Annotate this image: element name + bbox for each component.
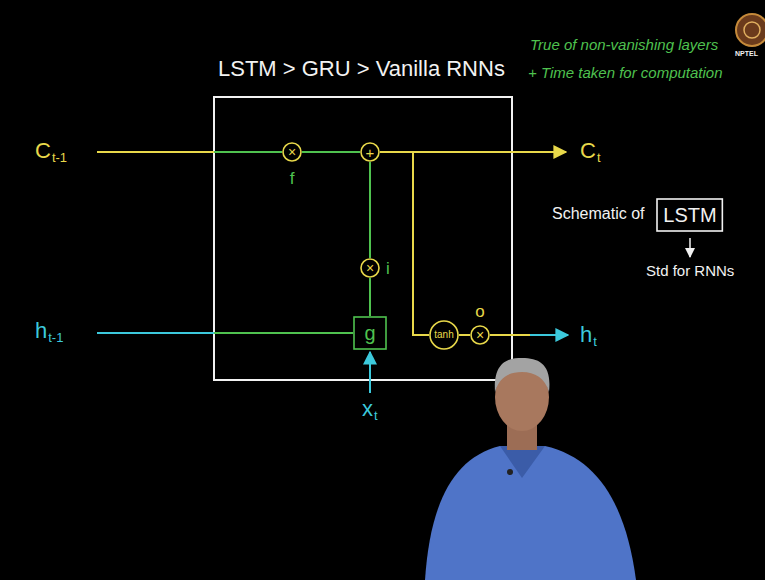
note-text: Std for RNNs — [646, 262, 734, 279]
signal-name: x — [362, 396, 373, 421]
cell-add: + — [360, 142, 380, 162]
input-gate-multiply: ×i — [360, 258, 380, 278]
output-arrow — [530, 334, 568, 336]
signal-subscript: t — [597, 151, 601, 166]
node-outline-circle — [430, 321, 458, 349]
signal-name: C — [580, 138, 596, 163]
signal-name: h — [35, 318, 47, 343]
node-outline-circle — [471, 326, 489, 344]
gate-name: f — [290, 170, 295, 187]
cell-state-wire — [214, 151, 282, 153]
node-label: tanh — [434, 330, 453, 340]
title-text: LSTM > GRU > Vanilla RNNs — [218, 56, 505, 81]
node-outline-circle — [283, 143, 301, 161]
hidden-state-wire — [214, 332, 353, 334]
cell-box — [214, 97, 512, 380]
node-outline-circle — [361, 259, 379, 277]
node-label: g — [364, 323, 375, 343]
presenter-shirt — [425, 446, 636, 580]
connector — [380, 152, 429, 335]
input-arrow — [369, 352, 371, 393]
hidden-state-wire — [97, 332, 214, 334]
presenter-hair — [495, 358, 550, 392]
note-text: + Time taken for computation — [528, 64, 723, 81]
connector — [369, 162, 371, 258]
node-label: × — [288, 145, 296, 159]
note-text: Schematic of — [552, 205, 644, 223]
note-text: True of non-vanishing layers — [530, 36, 718, 53]
logo-text: NPTEL — [735, 50, 758, 58]
tanh-circle: tanh — [429, 320, 459, 350]
node-label: + — [366, 145, 375, 160]
signal-subscript: t-1 — [52, 151, 67, 166]
gate-name: o — [475, 303, 484, 320]
connector — [302, 151, 360, 153]
presenter-microphone — [507, 469, 513, 475]
note-arrow — [689, 238, 691, 257]
lstm-box: LSTM — [656, 198, 723, 232]
node-outline-circle — [361, 143, 379, 161]
signal-name: C — [35, 138, 51, 163]
logo-emblem — [744, 22, 760, 38]
node-label: × — [476, 328, 484, 342]
candidate-box: g — [353, 316, 387, 350]
node-label: × — [366, 261, 374, 275]
node-outline-rect — [657, 199, 722, 231]
signal-name: h — [580, 322, 592, 347]
connector — [459, 334, 470, 336]
node-label: LSTM — [663, 205, 716, 225]
signal-subscript: t — [374, 409, 378, 424]
signal-subscript: t — [593, 335, 597, 350]
cell-state-wire — [97, 151, 214, 153]
connector — [369, 278, 371, 316]
logo-emblem — [736, 14, 765, 46]
presenter-collar — [500, 446, 545, 478]
node-outline-rect — [354, 317, 386, 349]
gate-name: i — [386, 260, 390, 277]
forget-gate-multiply: ×f — [282, 142, 302, 162]
output-gate-multiply: ×o — [470, 325, 490, 345]
output-wire — [490, 334, 530, 336]
signal-subscript: t-1 — [48, 331, 63, 346]
